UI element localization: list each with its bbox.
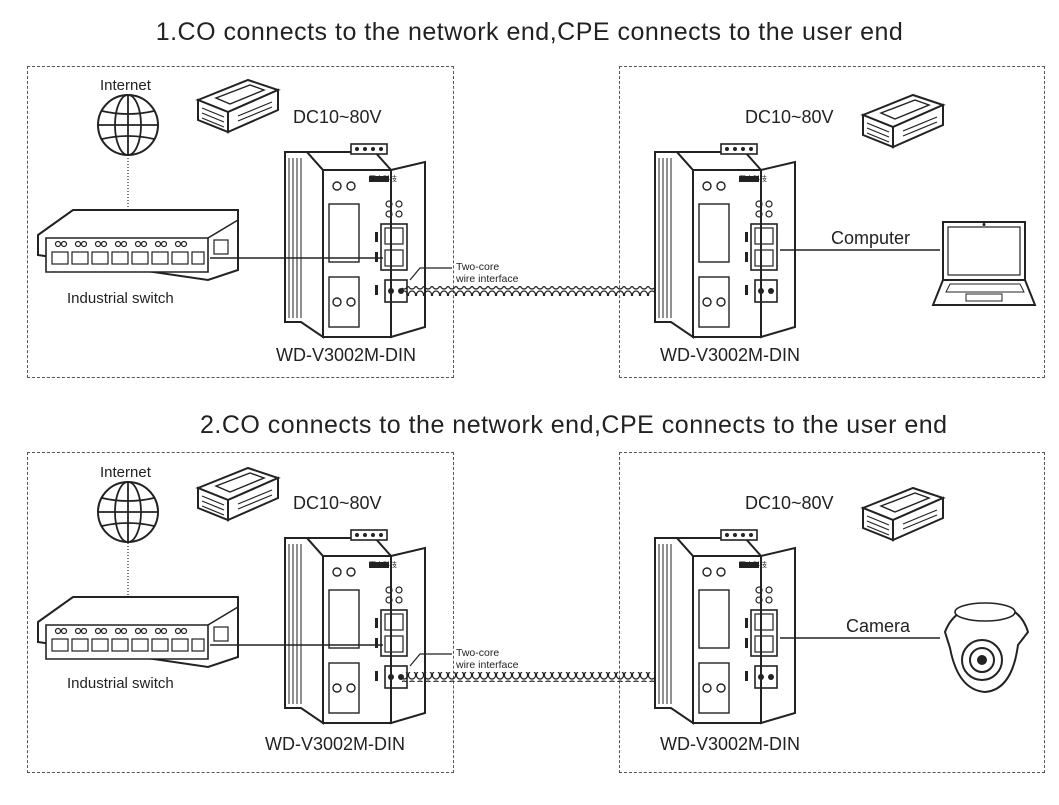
model-label: WD-V3002M-DIN bbox=[660, 345, 801, 365]
computer-label: Computer bbox=[831, 228, 911, 248]
wire-label-line1: Two-core bbox=[456, 647, 500, 659]
internet-label: Internet bbox=[100, 77, 151, 94]
co-device-icon bbox=[284, 143, 426, 338]
section-2-title: 2.CO connects to the network end,CPE con… bbox=[200, 411, 948, 439]
computer-icon bbox=[931, 221, 1037, 306]
cpe-device-icon bbox=[654, 529, 796, 724]
panel-cpe-2 bbox=[619, 452, 1045, 773]
power-label: DC10~80V bbox=[745, 493, 834, 513]
panel-co-2 bbox=[27, 452, 454, 773]
industrial-switch-label: Industrial switch bbox=[67, 290, 174, 307]
power-supply-icon bbox=[197, 467, 279, 521]
model-label: WD-V3002M-DIN bbox=[660, 734, 801, 754]
section-1-title: 1.CO connects to the network end,CPE con… bbox=[155, 18, 904, 46]
internet-label: Internet bbox=[100, 464, 151, 481]
industrial-switch-label: Industrial switch bbox=[67, 675, 174, 692]
panel-cpe-1 bbox=[619, 66, 1045, 378]
wire-label-line2: wire interface bbox=[456, 273, 519, 285]
wire-label-line2: wire interface bbox=[456, 659, 519, 671]
globe-icon bbox=[97, 481, 159, 543]
camera-label: Camera bbox=[846, 616, 911, 636]
industrial-switch-icon bbox=[37, 596, 239, 668]
power-label: DC10~80V bbox=[293, 493, 382, 513]
wire-label-line1: Two-core bbox=[456, 261, 500, 273]
power-label: DC10~80V bbox=[745, 107, 834, 127]
brand-label: 网电科技 bbox=[739, 176, 767, 183]
model-label: WD-V3002M-DIN bbox=[265, 734, 406, 754]
industrial-switch-icon bbox=[37, 209, 239, 281]
cpe-device-icon bbox=[654, 143, 796, 338]
brand-label: 网电科技 bbox=[369, 562, 397, 569]
brand-label: 网电科技 bbox=[369, 176, 397, 183]
co-device-icon bbox=[284, 529, 426, 724]
power-supply-icon bbox=[197, 79, 279, 133]
camera-icon bbox=[943, 602, 1030, 694]
brand-label: 网电科技 bbox=[739, 562, 767, 569]
power-supply-icon bbox=[862, 487, 944, 541]
globe-icon bbox=[97, 94, 159, 156]
panel-co-1 bbox=[27, 66, 454, 378]
power-label: DC10~80V bbox=[293, 107, 382, 127]
power-supply-icon bbox=[862, 94, 944, 148]
model-label: WD-V3002M-DIN bbox=[276, 345, 417, 365]
